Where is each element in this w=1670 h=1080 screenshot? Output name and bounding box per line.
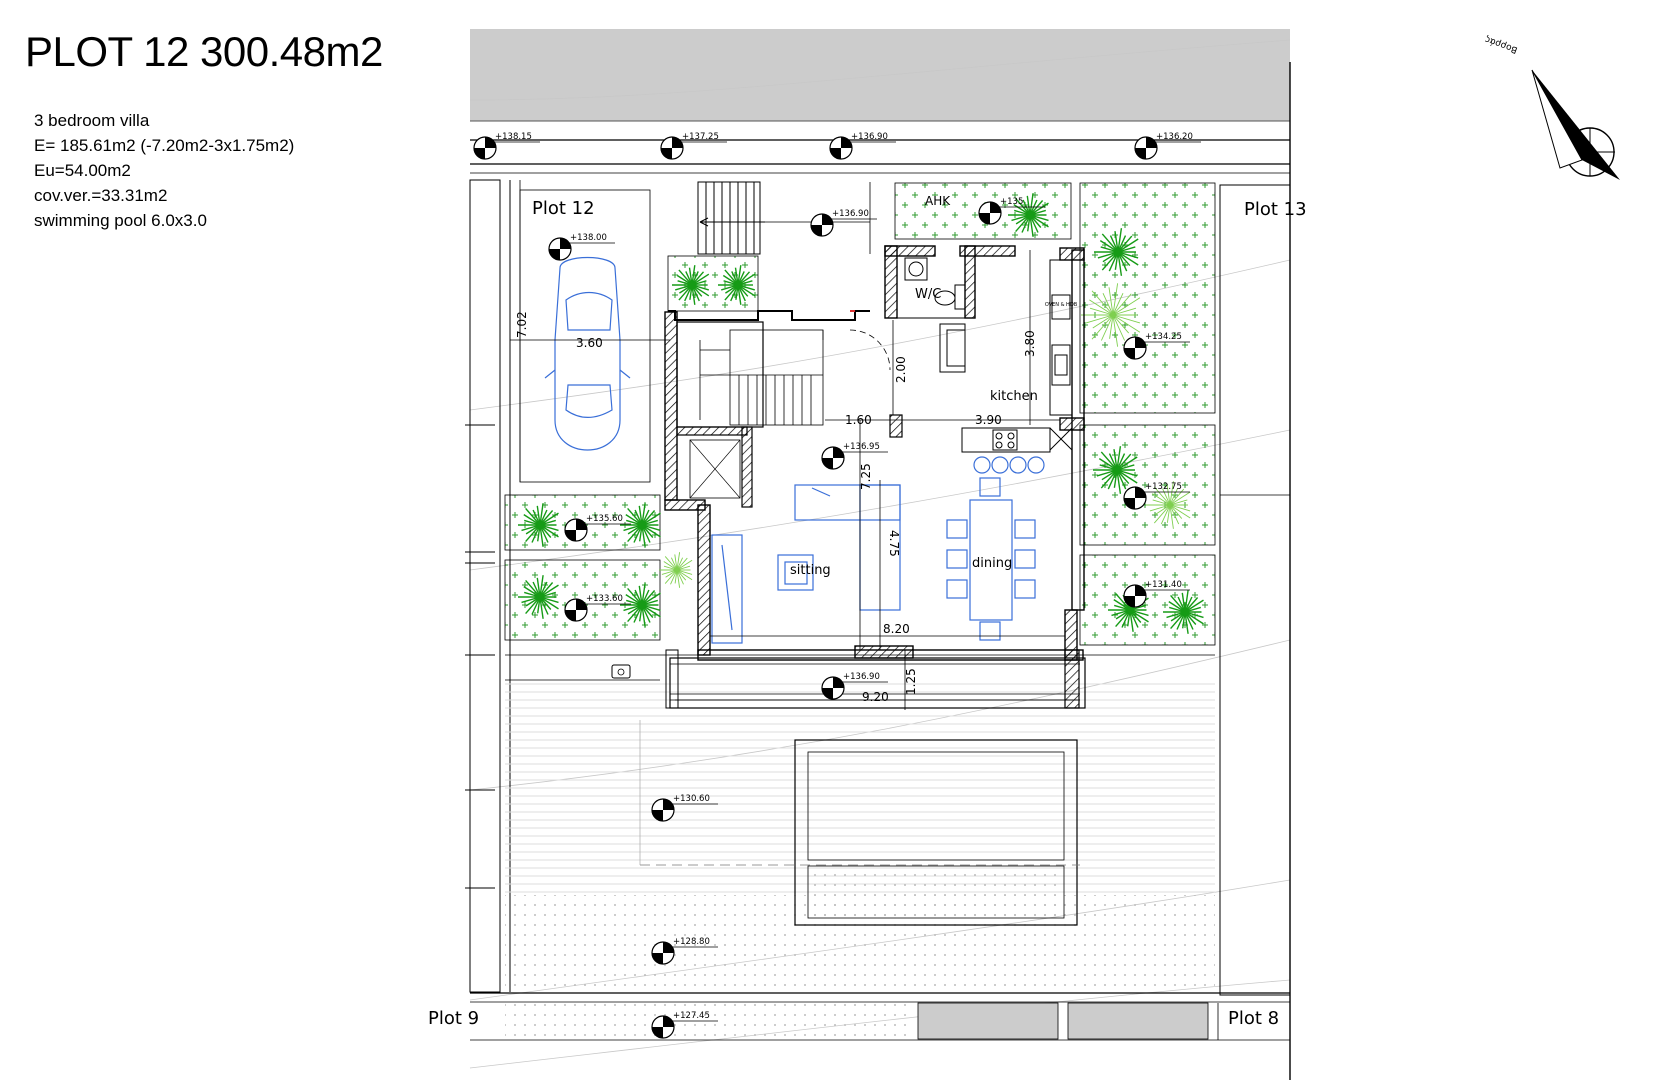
- dim-1-60: 1.60: [845, 413, 872, 427]
- shrub-icon: [1146, 481, 1191, 529]
- level-value: +132.75: [1145, 482, 1182, 492]
- room-label-wc: W/C: [915, 287, 941, 302]
- level-value: +138.00: [570, 233, 607, 243]
- level-value: +133.60: [586, 594, 623, 604]
- level-marker: +136.90: [821, 672, 888, 700]
- info-line-pool: swimming pool 6.0x3.0: [34, 211, 207, 230]
- shrub-icon: [672, 265, 710, 305]
- plot-title: PLOT 12 300.48m2: [25, 28, 383, 75]
- road-area: [470, 29, 1290, 121]
- appliance-label: OVEN & HOB: [1045, 302, 1078, 308]
- label-plot-13: Plot 13: [1244, 199, 1307, 220]
- level-value: +127.45: [673, 1011, 710, 1021]
- swimming-pool: [639, 720, 1080, 926]
- info-line-eu: Eu=54.00m2: [34, 161, 131, 180]
- dim-7-02: 7.02: [515, 311, 529, 338]
- level-marker: +136.90: [829, 132, 896, 160]
- level-value: +136.20: [1156, 132, 1193, 142]
- dim-2-00: 2.00: [894, 356, 908, 383]
- level-value: +131.40: [1145, 580, 1182, 590]
- level-marker: +134.25: [1123, 332, 1190, 360]
- planter-beds: [504, 182, 1216, 646]
- dimension-lines: [510, 180, 1078, 710]
- room-label-ahk: AHK: [925, 194, 951, 208]
- level-value: +136.90: [851, 132, 888, 142]
- level-value: +136.95: [843, 442, 880, 452]
- level-marker: +133.60: [564, 594, 631, 622]
- level-marker: +135: [978, 197, 1045, 225]
- shrub-icon: [620, 503, 661, 547]
- shrub-icon: [1008, 193, 1049, 237]
- level-value: +130.60: [673, 794, 710, 804]
- dim-3-80: 3.80: [1023, 330, 1037, 357]
- level-marker: +138.15: [473, 132, 540, 160]
- shrubs: [518, 193, 1204, 634]
- north-label: Βορράς: [1483, 33, 1519, 54]
- level-marker: +135.60: [564, 514, 631, 542]
- plot-info: 3 bedroom villa E= 185.61m2 (-7.20m2-3x1…: [34, 108, 294, 233]
- shrub-icon: [1081, 283, 1141, 347]
- dim-3-90: 3.90: [975, 413, 1002, 427]
- car-outline: [544, 256, 631, 451]
- north-arrow-icon: Βορράς: [1483, 33, 1620, 180]
- terrace-deck: [505, 680, 1215, 895]
- dim-8-20: 8.20: [883, 622, 910, 636]
- level-value: +136.90: [832, 209, 869, 219]
- shrub-icon: [1094, 228, 1139, 276]
- level-marker: +132.75: [1123, 482, 1190, 510]
- shrub-icon: [620, 583, 661, 627]
- level-markers: +138.15 +137.25 +136.90 +136.20 +136.90 +138.…: [473, 132, 1201, 1039]
- level-marker: +127.45: [651, 1011, 718, 1039]
- level-value: +128.80: [673, 937, 710, 947]
- level-value: +134.25: [1145, 332, 1182, 342]
- level-value: +137.25: [682, 132, 719, 142]
- level-value: +136.90: [843, 672, 880, 682]
- entrance-stairs: [697, 181, 765, 255]
- info-line-villa: 3 bedroom villa: [34, 111, 150, 130]
- level-marker: +136.95: [821, 442, 888, 470]
- label-plot-12: Plot 12: [532, 198, 595, 219]
- shrub-icon: [518, 575, 559, 619]
- level-marker: +130.60: [651, 794, 718, 822]
- shrub-icon: [1163, 590, 1204, 634]
- house-walls: [664, 245, 1085, 661]
- level-marker: +131.40: [1123, 580, 1190, 608]
- kitchen-counters: [961, 259, 1073, 453]
- dimension-labels: 7.02 3.60 2.00 3.80 1.60 3.90 7.25 4.75 …: [515, 311, 1037, 704]
- level-marker: +137.25: [660, 132, 727, 160]
- dim-9-20: 9.20: [862, 690, 889, 704]
- dim-3-60: 3.60: [576, 336, 603, 350]
- label-plot-8: Plot 8: [1228, 1008, 1279, 1029]
- label-plot-9: Plot 9: [428, 1008, 479, 1029]
- level-marker: +138.00: [548, 233, 615, 261]
- dim-7-25: 7.25: [859, 463, 873, 490]
- shrub-icon: [1093, 446, 1138, 494]
- level-value: +135.60: [586, 514, 623, 524]
- internal-stairs: [699, 329, 824, 426]
- dining-furniture: [946, 477, 1036, 641]
- info-line-e: E= 185.61m2 (-7.20m2-3x1.75m2): [34, 136, 295, 155]
- shrub-icon: [518, 503, 559, 547]
- room-label-sitting: sitting: [790, 563, 831, 578]
- level-marker: +128.80: [651, 937, 718, 965]
- dim-1-25: 1.25: [904, 668, 918, 695]
- shrub-icon: [718, 265, 756, 305]
- level-marker: +136.20: [1134, 132, 1201, 160]
- level-value: +138.15: [495, 132, 532, 142]
- shrub-icon: [659, 552, 693, 588]
- room-label-dining: dining: [972, 556, 1012, 571]
- wc-fixtures: [904, 257, 966, 373]
- dim-4-75: 4.75: [887, 530, 901, 557]
- level-value: +135: [1000, 197, 1023, 207]
- info-line-cov: cov.ver.=33.31m2: [34, 186, 168, 205]
- bar-stools: [973, 456, 1045, 474]
- level-marker: +136.90: [810, 209, 877, 237]
- room-label-kitchen: kitchen: [990, 389, 1038, 404]
